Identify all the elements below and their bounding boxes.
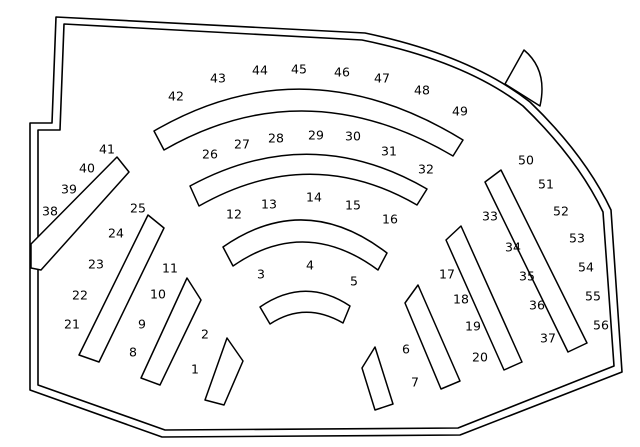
seat-number-43[interactable]: 43: [210, 71, 226, 86]
inner-wall: [37, 23, 615, 431]
seat-number-45[interactable]: 45: [291, 62, 307, 77]
seat-number-51[interactable]: 51: [538, 177, 554, 192]
seat-row-back: [153, 88, 464, 157]
seat-number-1[interactable]: 1: [191, 362, 199, 377]
outer-wall: [29, 16, 623, 438]
seat-number-18[interactable]: 18: [453, 292, 469, 307]
seat-number-26[interactable]: 26: [202, 147, 218, 162]
seat-number-53[interactable]: 53: [569, 231, 585, 246]
seat-number-55[interactable]: 55: [585, 289, 601, 304]
seat-number-44[interactable]: 44: [252, 63, 268, 78]
seat-number-22[interactable]: 22: [72, 288, 88, 303]
seat-number-3[interactable]: 3: [257, 267, 265, 282]
seat-row-far-right: [484, 169, 588, 353]
seat-number-10[interactable]: 10: [150, 287, 166, 302]
seat-number-21[interactable]: 21: [64, 317, 80, 332]
door: [504, 49, 543, 107]
seat-row-front-right: [361, 346, 394, 411]
seat-number-17[interactable]: 17: [439, 267, 455, 282]
seat-number-8[interactable]: 8: [129, 345, 137, 360]
seat-number-9[interactable]: 9: [138, 317, 146, 332]
seating-rows: [153, 88, 464, 325]
seat-number-14[interactable]: 14: [306, 190, 322, 205]
seat-number-13[interactable]: 13: [261, 197, 277, 212]
seat-number-37[interactable]: 37: [540, 331, 556, 346]
seat-number-34[interactable]: 34: [505, 240, 521, 255]
seat-number-20[interactable]: 20: [472, 350, 488, 365]
seat-number-39[interactable]: 39: [61, 182, 77, 197]
seat-row-left-2: [78, 214, 165, 363]
seat-number-56[interactable]: 56: [593, 318, 609, 333]
seat-row-left-3: [140, 277, 202, 386]
seat-number-12[interactable]: 12: [226, 207, 242, 222]
side-rows: [30, 156, 588, 411]
seat-number-33[interactable]: 33: [482, 209, 498, 224]
door-swing: [504, 49, 543, 107]
seat-number-27[interactable]: 27: [234, 137, 250, 152]
seat-number-47[interactable]: 47: [374, 71, 390, 86]
seat-number-54[interactable]: 54: [578, 260, 594, 275]
seat-number-28[interactable]: 28: [268, 131, 284, 146]
seat-number-48[interactable]: 48: [414, 83, 430, 98]
seat-number-24[interactable]: 24: [108, 226, 124, 241]
seat-number-32[interactable]: 32: [418, 162, 434, 177]
seat-number-29[interactable]: 29: [308, 128, 324, 143]
seat-row-front-left: [204, 337, 244, 406]
seat-number-52[interactable]: 52: [553, 204, 569, 219]
seat-number-40[interactable]: 40: [79, 161, 95, 176]
seat-number-6[interactable]: 6: [402, 342, 410, 357]
seat-number-15[interactable]: 15: [345, 198, 361, 213]
room-walls: [29, 16, 623, 438]
seat-number-46[interactable]: 46: [334, 65, 350, 80]
seat-number-30[interactable]: 30: [345, 129, 361, 144]
seat-row-right-3: [404, 284, 461, 390]
seat-number-16[interactable]: 16: [382, 212, 398, 227]
seat-number-2[interactable]: 2: [201, 327, 209, 342]
seat-number-7[interactable]: 7: [411, 375, 419, 390]
seat-number-35[interactable]: 35: [519, 269, 535, 284]
seat-number-11[interactable]: 11: [162, 261, 178, 276]
seat-number-50[interactable]: 50: [518, 153, 534, 168]
seat-row-third: [189, 153, 428, 207]
seat-number-19[interactable]: 19: [465, 319, 481, 334]
seat-row-second: [222, 219, 388, 271]
seat-number-25[interactable]: 25: [130, 201, 146, 216]
seat-row-right-2: [445, 225, 523, 371]
seat-number-49[interactable]: 49: [452, 104, 468, 119]
seat-number-41[interactable]: 41: [99, 142, 115, 157]
seat-row-far-left: [30, 156, 130, 271]
seat-number-38[interactable]: 38: [42, 204, 58, 219]
seat-number-31[interactable]: 31: [381, 144, 397, 159]
seat-number-5[interactable]: 5: [350, 274, 358, 289]
seat-number-4[interactable]: 4: [306, 258, 314, 273]
seat-number-36[interactable]: 36: [529, 298, 545, 313]
seat-number-23[interactable]: 23: [88, 257, 104, 272]
seat-row-inner: [259, 290, 351, 325]
seat-number-42[interactable]: 42: [168, 89, 184, 104]
